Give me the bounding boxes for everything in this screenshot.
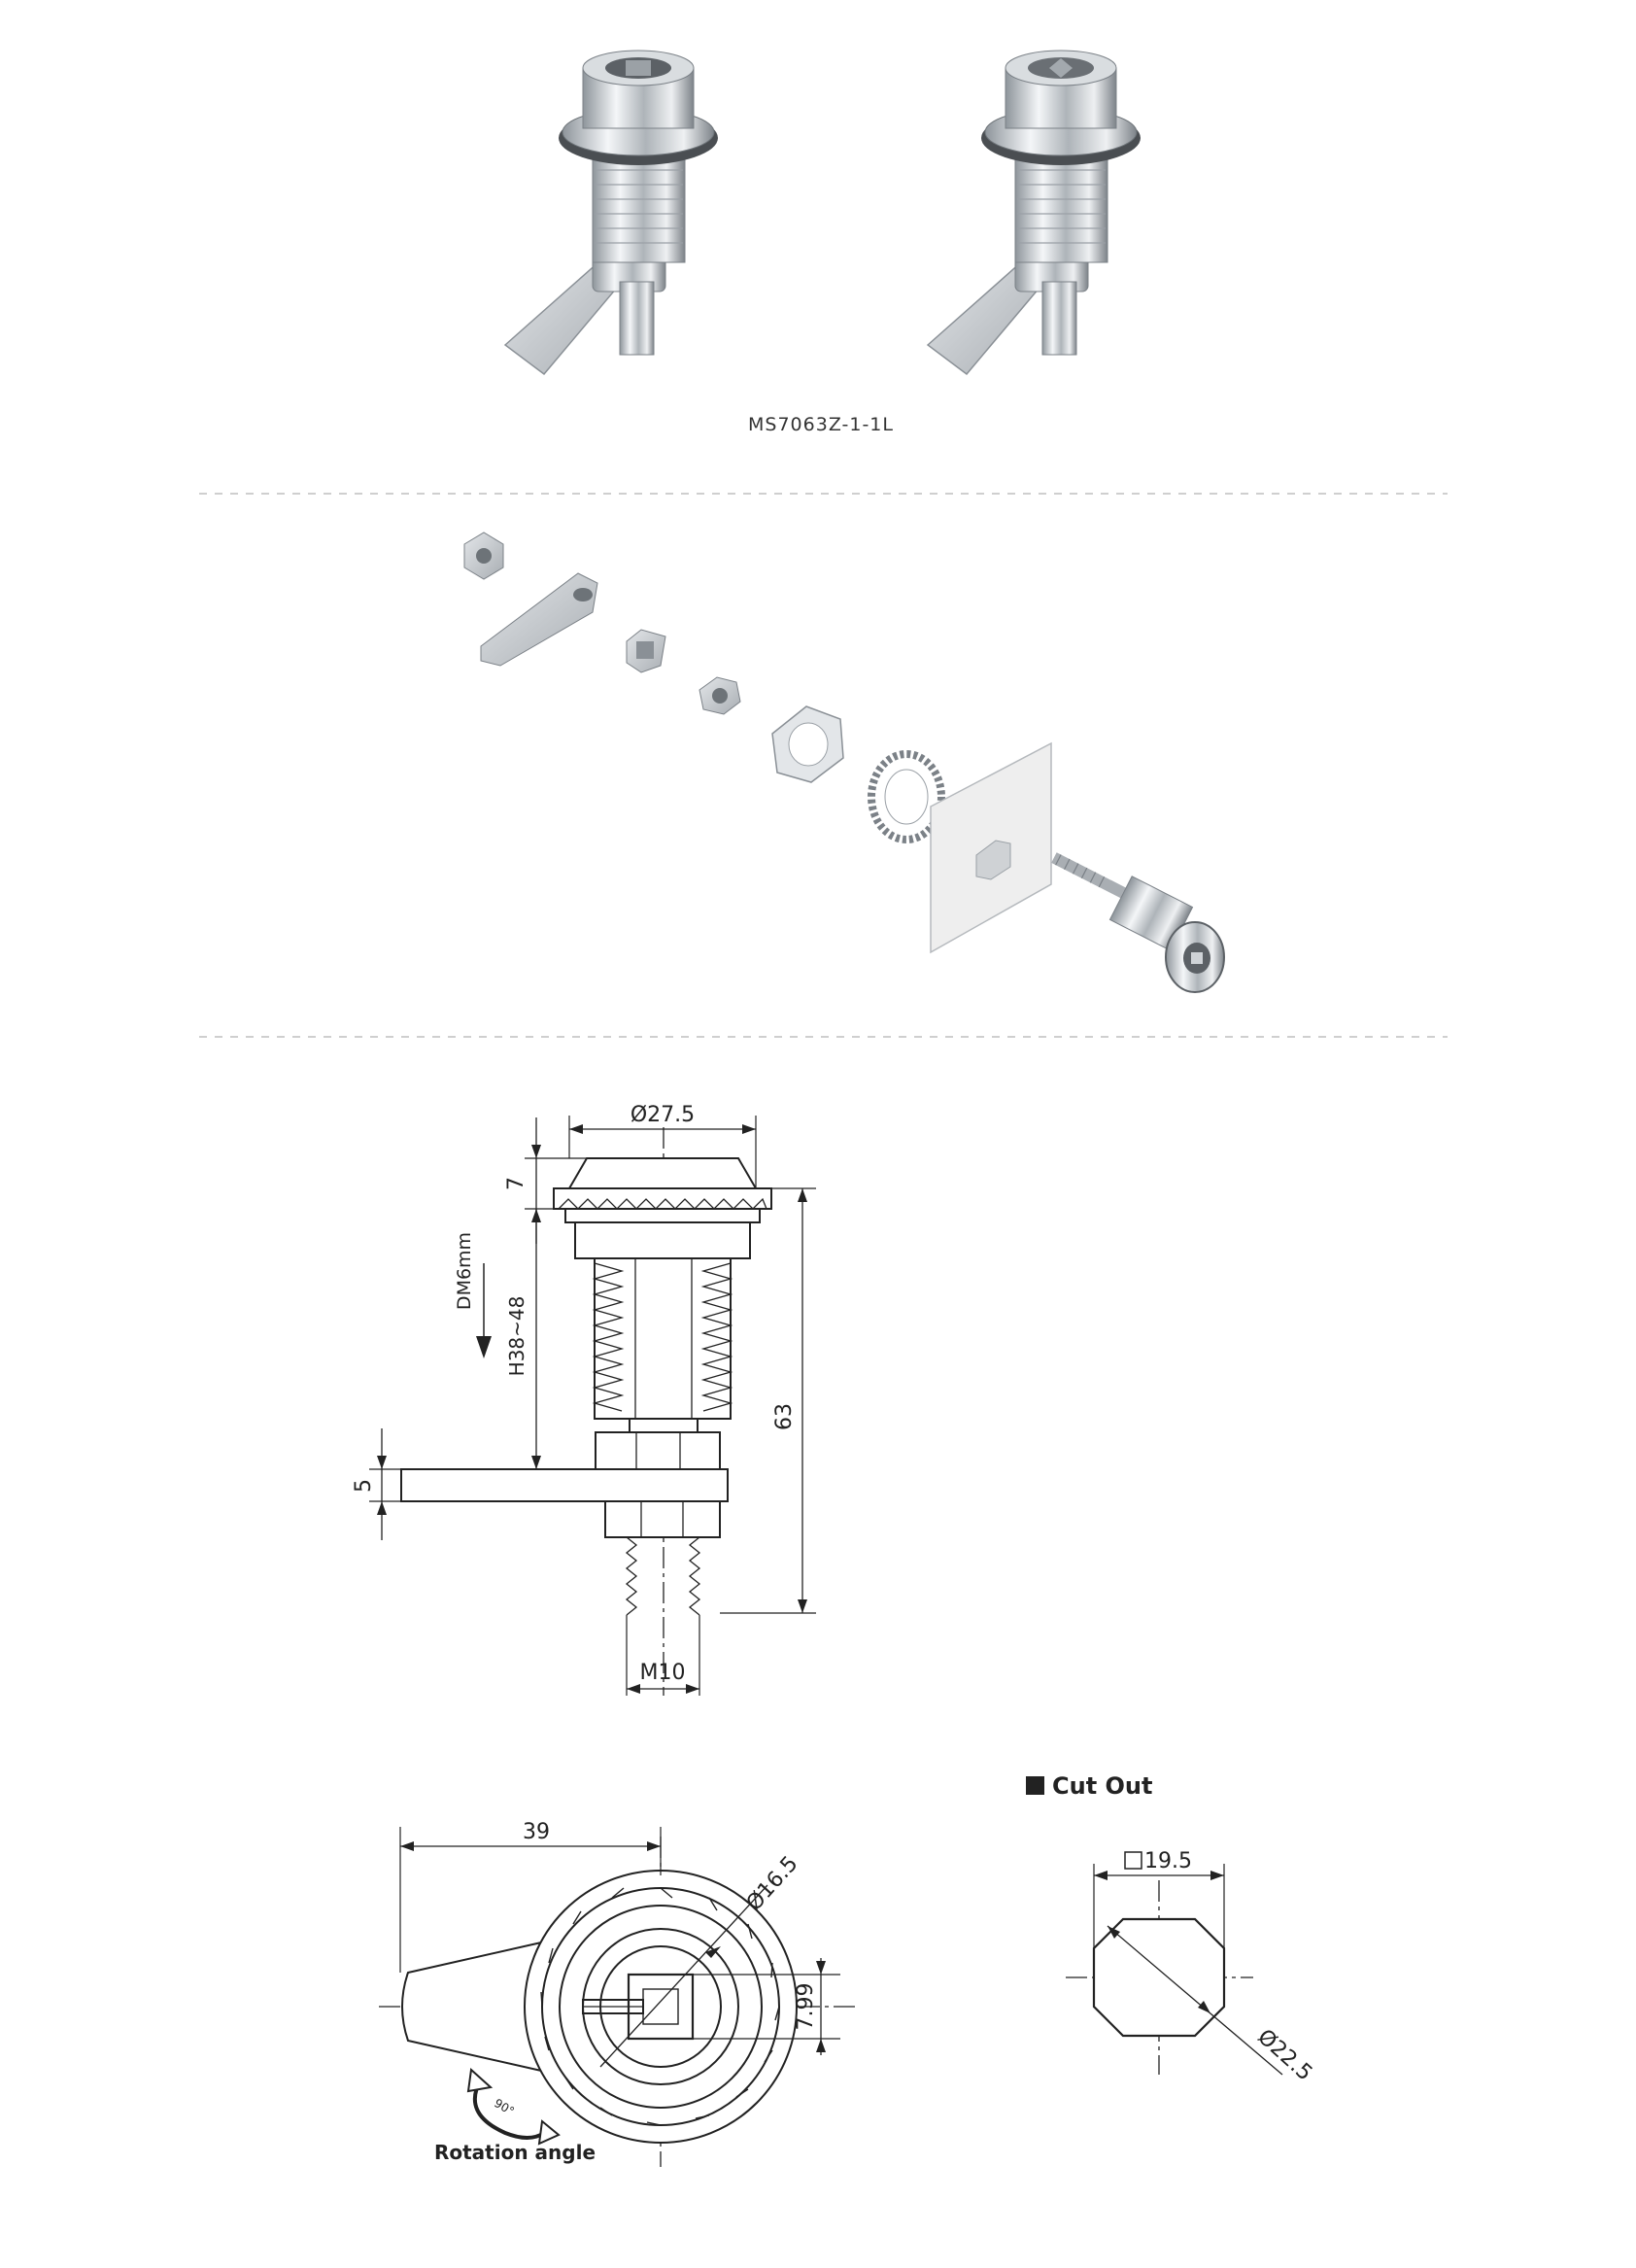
dim-head-height: 7 [504, 1177, 528, 1190]
label-rotation-angle: Rotation angle [434, 2141, 596, 2164]
panel-plate [930, 741, 1052, 954]
dim-cam-length: 39 [523, 1820, 550, 1844]
dim-cam-thickness: 5 [352, 1479, 376, 1493]
label-rotation-degrees: 90° [492, 2096, 516, 2118]
hex-nut-small [463, 532, 504, 580]
square-symbol-icon [1124, 1851, 1142, 1870]
tooth-washer [868, 750, 945, 843]
dim-panel-range: H38~48 [505, 1296, 528, 1377]
model-caption: MS7063Z-1-1L [748, 414, 894, 435]
product-photo-left [503, 50, 718, 376]
product-photo-right [926, 50, 1141, 376]
dim-cut-square: 19.5 [1144, 1849, 1192, 1873]
dim-thread: M10 [640, 1661, 686, 1685]
side-view-drawing [369, 1116, 816, 1696]
dim-overall-length: 63 [772, 1403, 797, 1430]
cam-blade [480, 572, 598, 667]
cut-out-drawing [1066, 1864, 1283, 2076]
hex-nut-medium [699, 676, 741, 715]
front-view-drawing [379, 1827, 855, 2167]
cut-out-title: Cut Out [1052, 1772, 1153, 1800]
exploded-view [463, 532, 1225, 993]
panel-nut-large [771, 705, 844, 783]
cut-out-bullet-icon [1026, 1776, 1044, 1795]
spacer [626, 629, 666, 673]
dim-body-diameter: Ø16.5 [742, 1852, 803, 1916]
dim-head-diameter: Ø27.5 [631, 1103, 695, 1127]
label-direction: DM6mm [454, 1232, 475, 1310]
dim-cut-diameter: Ø22.5 [1252, 2025, 1316, 2086]
dim-key-square: 7.99 [794, 1983, 818, 2031]
lock-body [1051, 852, 1225, 993]
